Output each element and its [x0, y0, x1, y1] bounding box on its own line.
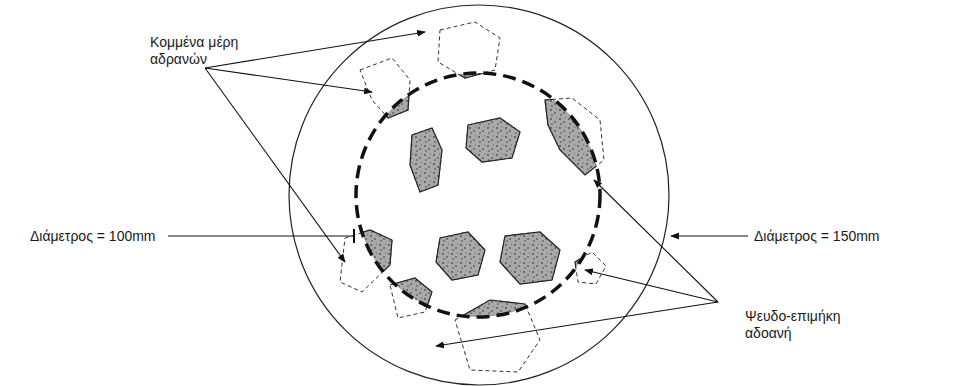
cut-aggregate	[360, 58, 410, 118]
aggregate	[436, 232, 485, 280]
cut-aggregate	[410, 128, 442, 192]
label: Διάμετρος = 150mm	[754, 228, 880, 245]
label: Ψευδο-επιμήκη αδοανή	[745, 308, 865, 342]
aggregate	[466, 118, 520, 162]
aggregate	[500, 232, 560, 284]
aggregate	[438, 22, 500, 78]
cut-aggregate	[500, 232, 560, 284]
aggregate	[575, 252, 606, 284]
cut-aggregate	[436, 232, 485, 280]
aggregate	[340, 230, 392, 292]
leader-lines	[168, 32, 748, 346]
label: Κομμένα μέρη αδρανών	[150, 34, 265, 68]
outer-core	[289, 5, 669, 385]
cut-aggregate	[545, 98, 604, 175]
label: Διάμετρος = 100mm	[30, 228, 156, 245]
inner-core	[356, 73, 600, 317]
aggregate	[360, 58, 410, 118]
cut-aggregate	[438, 22, 500, 78]
aggregate	[410, 128, 442, 192]
cut-aggregate	[340, 230, 392, 292]
aggregate	[545, 98, 604, 175]
cut-aggregate	[575, 252, 606, 284]
cut-aggregate	[466, 118, 520, 162]
